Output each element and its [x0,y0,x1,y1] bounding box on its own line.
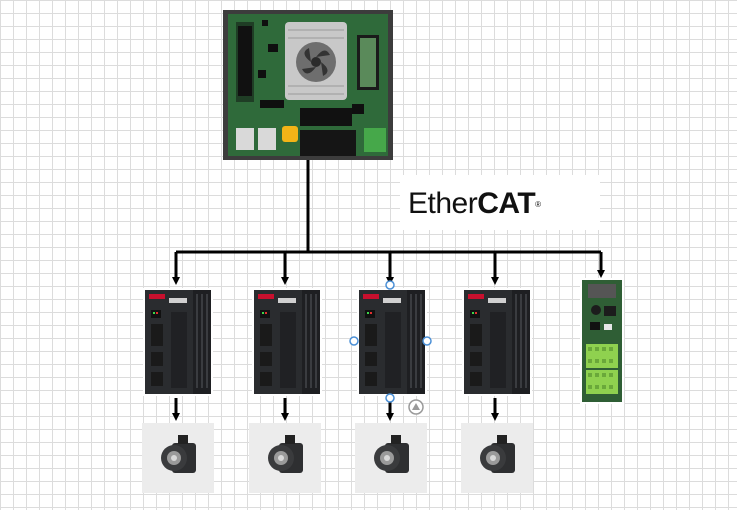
resize-handle-right [422,336,432,346]
logo-cat-text: CAT [477,187,536,220]
servo-drive-4[interactable] [462,288,532,396]
io-module[interactable] [580,278,624,404]
servo-motor-icon [374,435,409,473]
ethercat-logo: EtherCAT® [400,175,600,230]
motor-links [172,398,499,421]
servo-motor-3[interactable] [355,423,427,493]
servo-motor-icon [268,435,303,473]
logo-ether-text: Ether [408,187,478,220]
servo-motor-2[interactable] [249,423,321,493]
resize-handle-left [349,336,359,346]
controller-board[interactable] [223,10,393,160]
ethercat-logo-text: EtherCAT® [408,187,541,221]
servo-motor-icon [480,435,515,473]
ethercat-bus [172,160,605,285]
logo-registered-mark: ® [535,200,541,209]
servo-drive-1[interactable] [143,288,213,396]
servo-motor-1[interactable] [142,423,214,493]
servo-drive-icon [359,290,425,394]
selection-handles[interactable] [349,280,432,403]
servo-motor-4[interactable] [461,423,533,493]
io-module-icon [582,280,622,402]
servo-drive-icon [464,290,530,394]
rotate-handle-icon[interactable] [408,399,424,415]
resize-handle-top [385,280,395,290]
servo-drive-2[interactable] [252,288,322,396]
servo-drive-icon [145,290,211,394]
resize-handle-bottom [385,393,395,403]
servo-drive-icon [254,290,320,394]
servo-drive-3[interactable] [357,288,427,396]
servo-motor-icon [161,435,196,473]
